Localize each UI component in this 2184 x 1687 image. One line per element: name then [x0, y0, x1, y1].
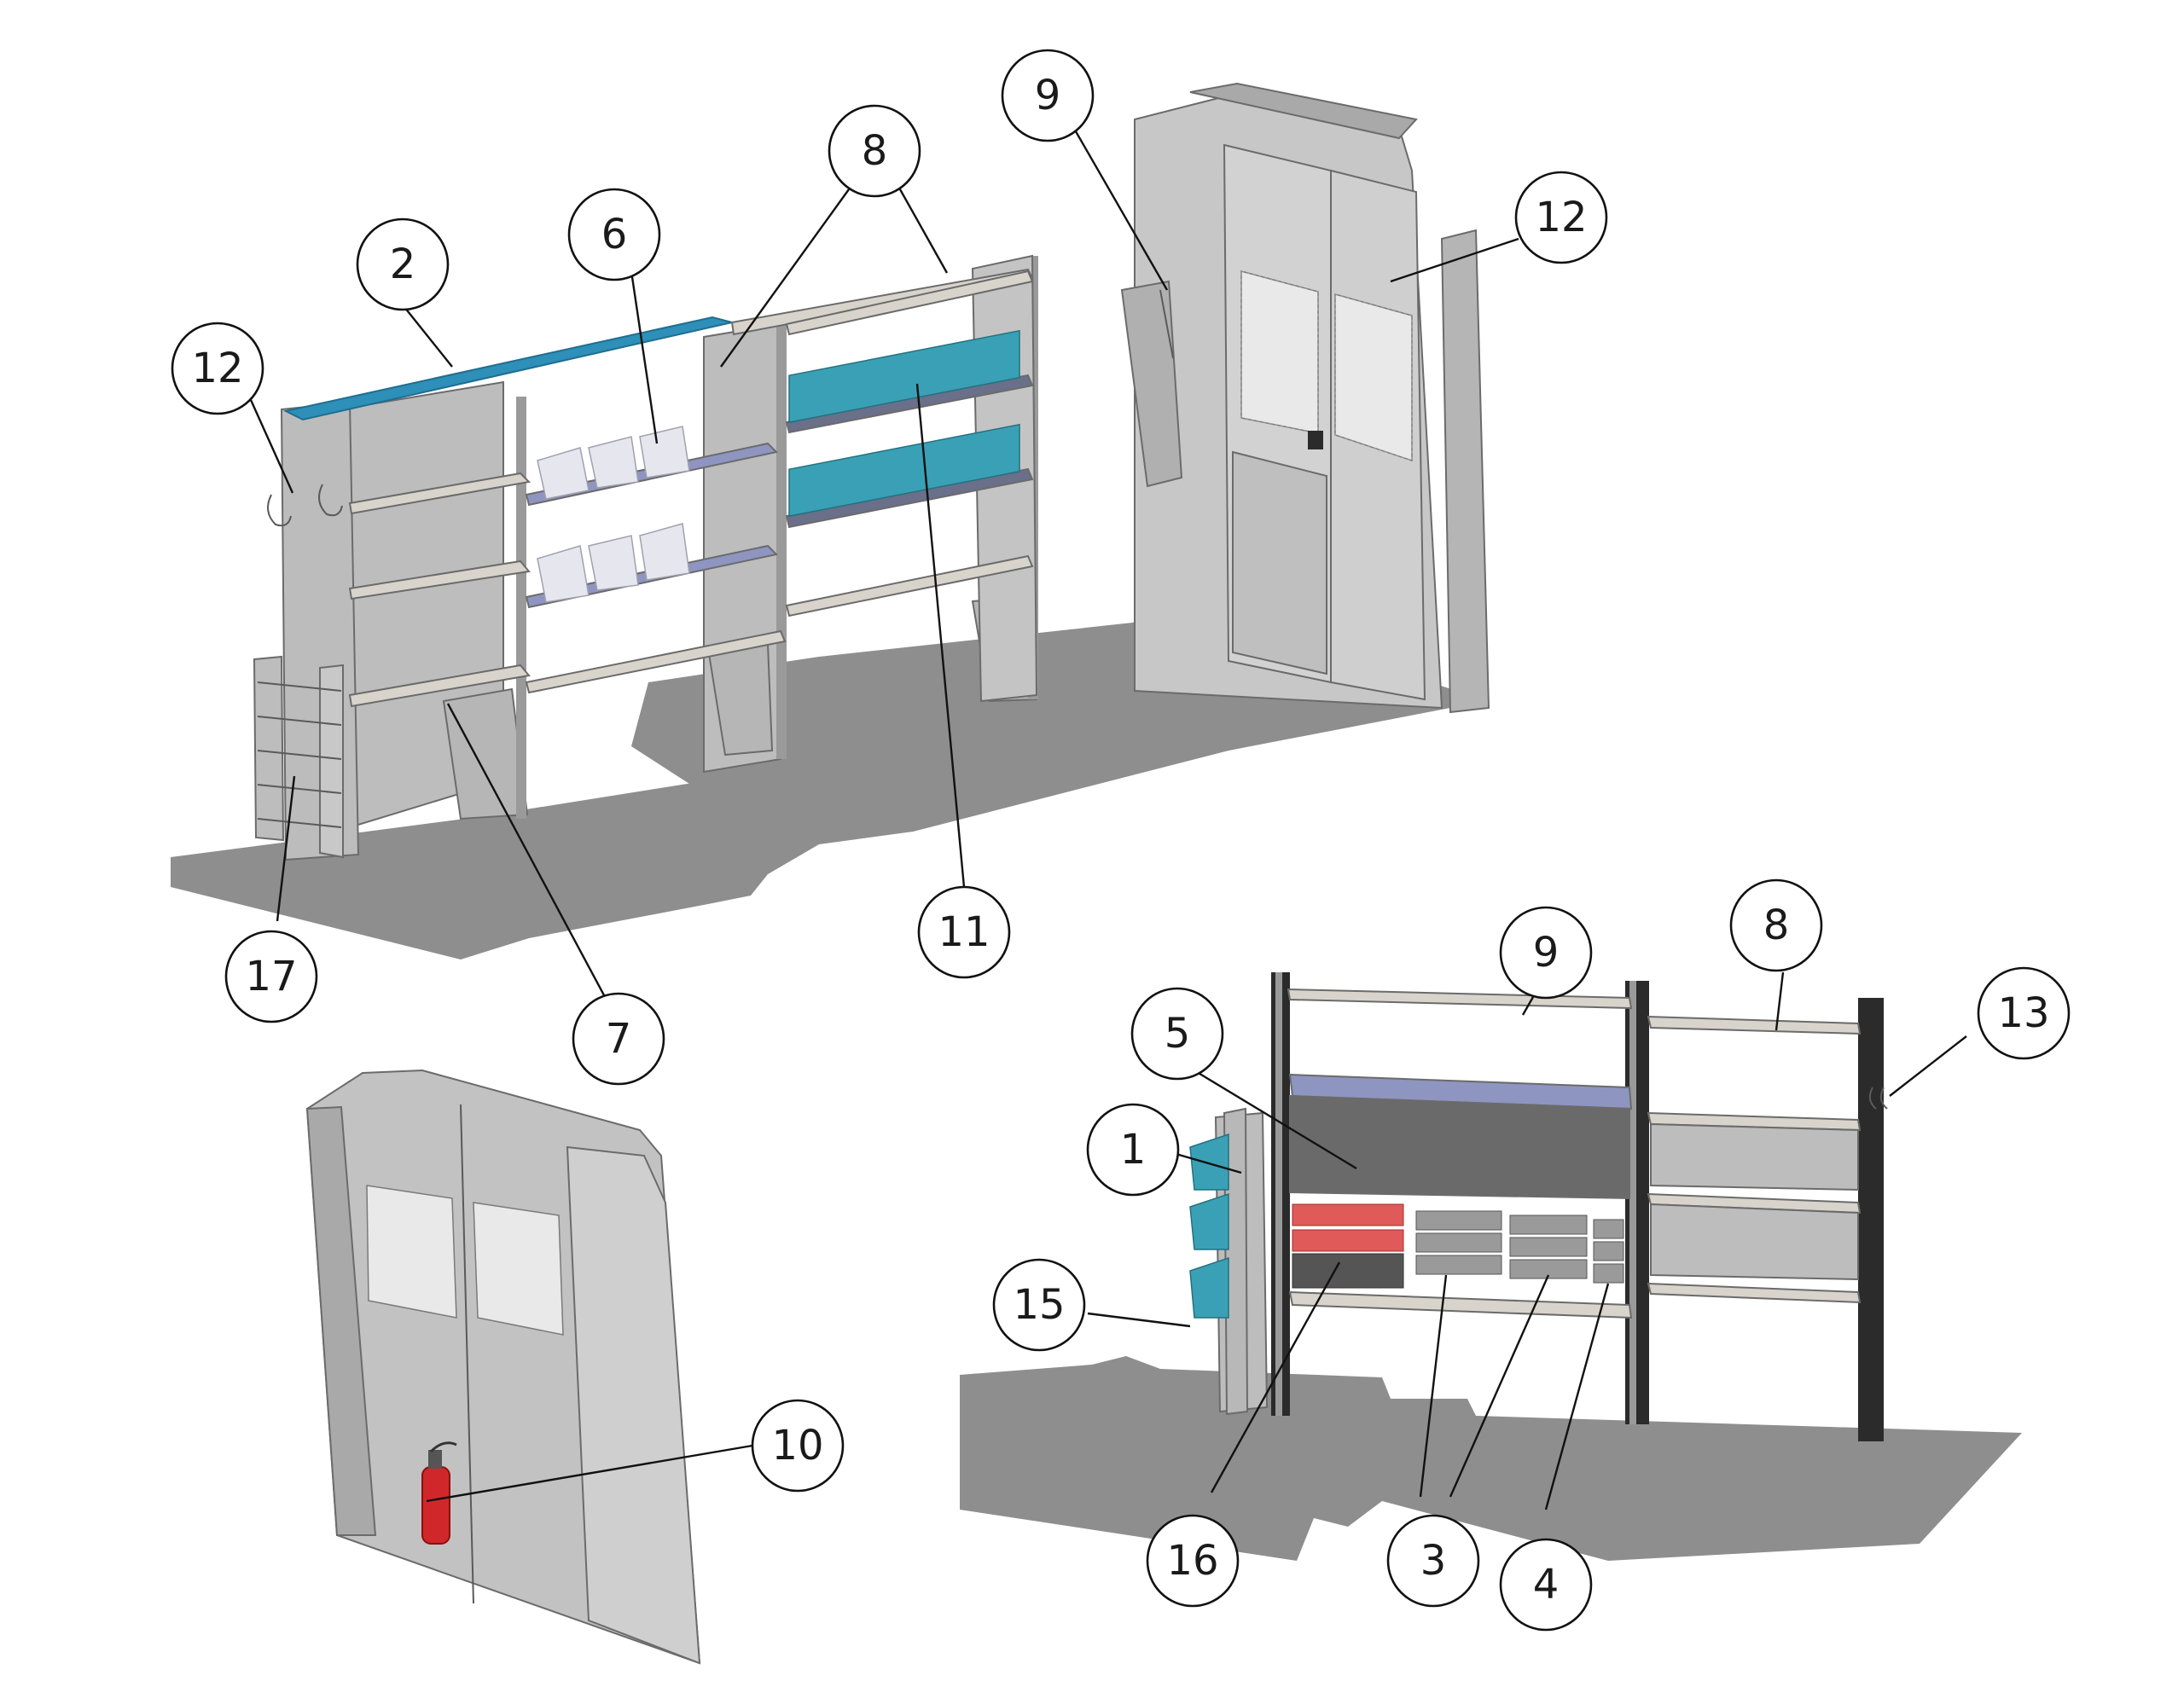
- callout-1: 1: [1086, 1103, 1180, 1197]
- top-tray-blue: [283, 316, 733, 421]
- callout-label: 9: [1035, 72, 1061, 119]
- front-perforated-window-left: [366, 1185, 457, 1319]
- callout-label: 13: [1997, 989, 2049, 1037]
- upright-light-1: [1275, 972, 1282, 1416]
- callout-8-top: 8: [828, 104, 921, 198]
- callout-label: 6: [601, 211, 628, 258]
- callout-label: 9: [1533, 929, 1560, 977]
- callout-label: 12: [1535, 194, 1587, 241]
- callout-6: 6: [567, 188, 661, 281]
- callout-label: 1: [1120, 1126, 1147, 1174]
- right-hooks: [1868, 1087, 1888, 1110]
- callout-label: 7: [606, 1015, 632, 1063]
- callout-4: 4: [1499, 1538, 1593, 1632]
- callout-label: 17: [245, 953, 297, 1000]
- callout-11: 11: [917, 885, 1011, 979]
- perforated-window-right: [1334, 293, 1413, 462]
- shelf-left-3: [348, 664, 531, 708]
- upright-dark-3: [1858, 998, 1884, 1441]
- drawer-base-shelf: [1288, 1290, 1633, 1319]
- fire-extinguisher: [421, 1441, 457, 1545]
- side-bracket: [1120, 280, 1183, 488]
- blue-shelf-tray: [1288, 1073, 1633, 1110]
- drawer-bank: [1292, 1203, 1624, 1289]
- partition-front-left-edge: [305, 1105, 377, 1536]
- right-shelves: [1647, 1111, 1862, 1304]
- upright-1: [516, 397, 526, 819]
- upright-light-2: [1629, 981, 1636, 1424]
- callout-label: 10: [771, 1422, 823, 1470]
- callout-2: 2: [356, 217, 450, 311]
- callout-13: 13: [1977, 966, 2071, 1060]
- shelf-mid-3: [525, 629, 787, 694]
- callout-9: 9: [1001, 49, 1095, 142]
- callout-label: 2: [390, 241, 416, 288]
- left-shelving-assembly: [171, 254, 1484, 959]
- callout-label: 4: [1533, 1561, 1560, 1609]
- shelf-right-3: [785, 554, 1034, 617]
- blue-bins-row-1: [788, 329, 1020, 424]
- drawer-shelving-assembly: [960, 972, 2022, 1561]
- support-leg-1: [442, 687, 529, 820]
- shelf-left-2: [348, 559, 531, 600]
- callout-label: 12: [191, 345, 243, 392]
- partition-top-lip: [1189, 82, 1418, 140]
- callout-label: 5: [1165, 1010, 1191, 1058]
- callout-17: 17: [224, 930, 318, 1023]
- callout-label: 8: [1763, 901, 1790, 949]
- callout-label: 16: [1166, 1537, 1218, 1585]
- callout-3: 3: [1386, 1514, 1480, 1608]
- shelf-dividers: [537, 426, 690, 603]
- bottom-right-top-shelf-left: [1287, 988, 1633, 1010]
- callout-14: 12: [171, 322, 264, 415]
- door-latch: [1308, 431, 1323, 449]
- callout-15: 15: [992, 1258, 1086, 1352]
- shelf-left-1: [348, 472, 531, 515]
- partition-front-view: [305, 1069, 701, 1665]
- partition-lower-panel: [1232, 450, 1327, 675]
- callout-5: 5: [1130, 987, 1224, 1081]
- perforated-window-left: [1240, 270, 1319, 434]
- bottom-right-top-shelf-right: [1647, 1015, 1862, 1035]
- partition-rear-view: [1120, 82, 1490, 714]
- partition-side-edge: [1440, 229, 1490, 714]
- locking-cabinet: [1289, 1094, 1630, 1200]
- front-perforated-window-right: [473, 1202, 564, 1336]
- blue-bins-row-2: [788, 423, 1020, 518]
- shelf-right-top: [785, 270, 1034, 336]
- upright-dark-2: [1625, 981, 1649, 1424]
- callout-8-bottom: 9: [1499, 906, 1593, 1000]
- callout-7-bottom: 8: [1729, 878, 1823, 972]
- top-shelf-right: [730, 268, 1034, 336]
- callout-label: 15: [1013, 1281, 1065, 1329]
- callout-7-top: 7: [572, 992, 665, 1086]
- callout-12: 12: [1514, 171, 1608, 264]
- callout-16: 16: [1146, 1514, 1240, 1608]
- ladder-holder: [253, 655, 344, 859]
- upright-2: [776, 324, 787, 759]
- side-bins: [1189, 1133, 1229, 1319]
- callout-label: 3: [1420, 1537, 1447, 1585]
- hooks: [267, 484, 343, 527]
- callout-label: 11: [938, 908, 990, 956]
- leader-lines: [246, 114, 1967, 1510]
- partition-front-right-section: [566, 1145, 701, 1665]
- callout-10: 10: [751, 1399, 845, 1493]
- callout-label: 8: [862, 127, 888, 175]
